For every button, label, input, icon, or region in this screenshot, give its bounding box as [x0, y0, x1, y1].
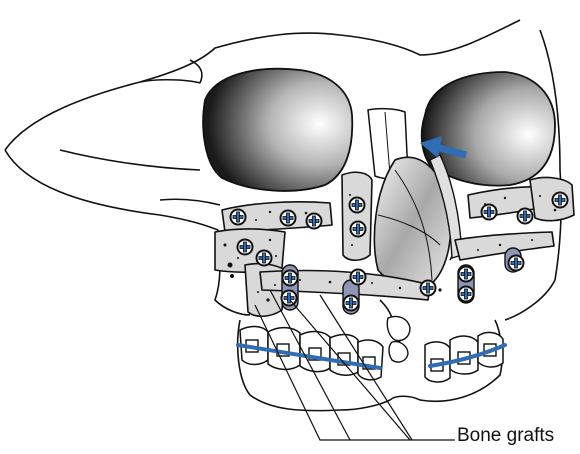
bone-grafts-label: Bone grafts [457, 425, 554, 447]
midline-fragment [387, 316, 410, 362]
left-orbit [203, 69, 352, 191]
